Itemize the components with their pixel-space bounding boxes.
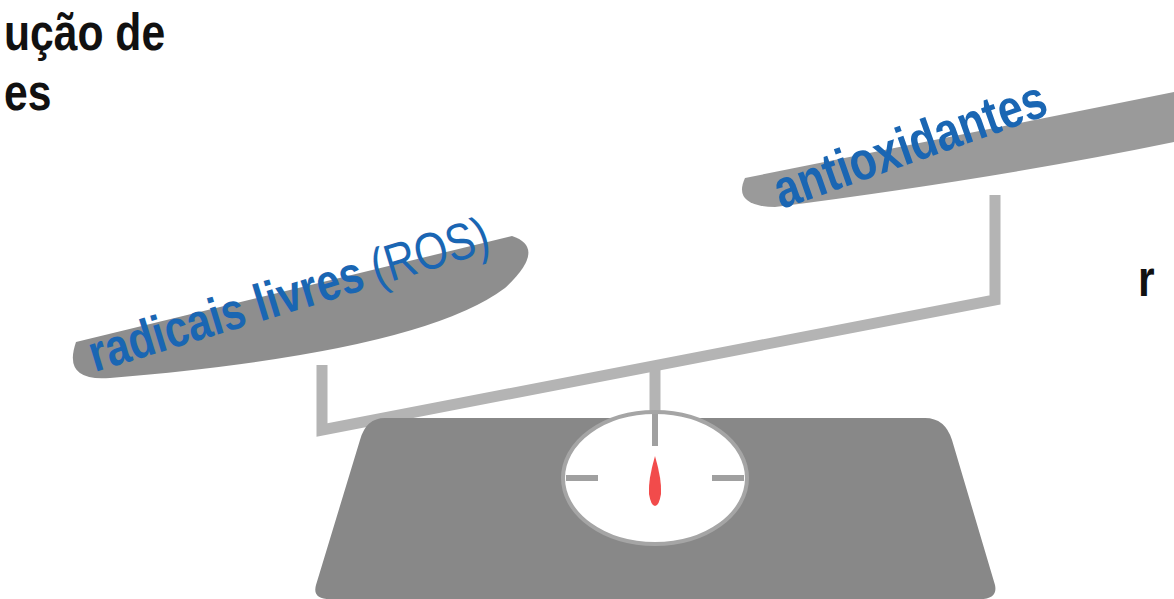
- needle: [649, 456, 661, 506]
- label-text: es: [4, 66, 51, 118]
- dial: [563, 412, 747, 544]
- label-text: ução de: [4, 6, 165, 58]
- label-text: r: [1138, 252, 1155, 304]
